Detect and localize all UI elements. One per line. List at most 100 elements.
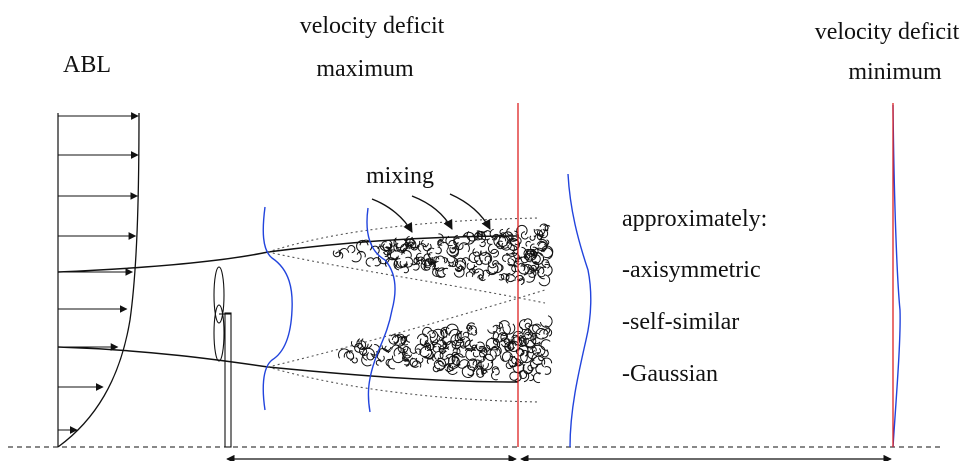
eddy [499,228,504,236]
eddy [410,242,419,251]
deficit-min-label-line1: velocity deficit [814,19,960,45]
eddy [509,371,519,381]
eddy [490,371,498,381]
eddy [351,357,358,364]
deficit-max-label-line2: maximum [316,56,414,82]
eddy [439,350,449,360]
eddy [480,250,487,256]
mixing-label: mixing [366,163,435,189]
eddy [433,350,444,360]
eddy [343,350,355,362]
eddy [524,266,535,275]
eddy [405,359,410,367]
eddy [445,235,453,247]
eddy [438,357,447,370]
eddy [466,360,479,371]
eddy [466,322,476,332]
eddy [387,358,395,370]
eddy [507,257,512,264]
eddy [415,357,424,364]
eddy [538,274,551,287]
eddy [479,252,493,265]
eddy [393,336,406,347]
eddy [531,352,542,366]
eddy [435,360,445,372]
approx-title: approximately: [622,206,768,232]
eddy [514,257,522,265]
eddy [517,370,530,383]
eddy [511,252,520,263]
eddy [455,242,464,251]
eddy [446,363,458,375]
abl-inflow-arrows [58,112,139,434]
eddy [526,250,536,257]
eddy [429,331,436,339]
eddy [501,242,509,249]
eddy [448,248,459,258]
eddy [429,258,437,264]
eddy [372,257,382,267]
eddy [413,262,420,271]
eddy [397,260,408,268]
eddy [422,326,433,338]
eddy [403,266,409,274]
eddy [530,264,537,271]
eddy [487,243,498,254]
eddy [462,331,470,339]
eddy [461,365,475,378]
eddy [521,349,529,357]
eddy [393,258,401,271]
eddy [536,345,546,356]
eddy [378,355,385,362]
eddy [519,334,526,342]
eddy [401,250,412,258]
eddy [492,332,504,343]
eddy [423,343,432,351]
eddy [518,326,524,334]
eddy [518,319,529,331]
eddy [487,263,499,274]
eddy [507,258,515,267]
eddy [477,274,484,281]
eddy [492,262,503,274]
velocity-profiles [262,104,901,448]
turbulent-eddies [332,223,554,384]
eddy [360,338,373,349]
eddy [500,232,507,239]
eddy [422,243,432,252]
eddy [446,244,460,257]
eddy [465,271,474,278]
eddy [393,244,402,252]
eddy [451,353,464,366]
eddy [427,330,439,341]
eddy [444,365,454,373]
eddy [536,229,545,237]
eddy [416,259,427,270]
eddy [527,332,537,341]
eddy [525,252,535,263]
eddy [492,260,499,267]
eddy [405,334,411,343]
eddy [500,354,511,362]
eddy [505,273,510,281]
eddy [442,267,449,276]
eddy [482,269,491,277]
streamtube-top [57,235,519,273]
eddy [456,339,465,347]
eddy [467,327,474,335]
eddy [448,257,459,268]
eddy [411,360,422,368]
eddy [508,264,516,276]
eddy [428,252,434,259]
turbine-tower [224,312,232,448]
eddy [544,263,553,277]
eddy [491,234,498,241]
eddy [520,255,529,264]
eddy [513,251,523,260]
eddy [472,352,479,358]
eddy [472,266,480,274]
eddy [421,239,429,248]
eddy [512,361,525,374]
eddy [448,240,457,249]
eddy [529,374,535,382]
